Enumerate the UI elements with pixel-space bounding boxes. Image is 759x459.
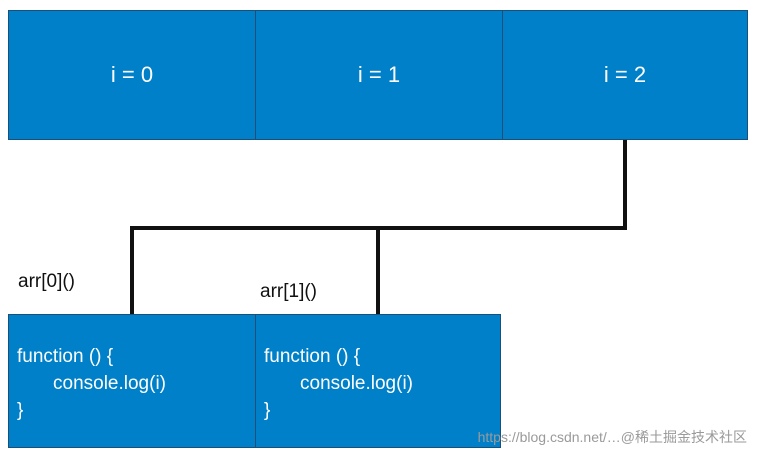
connector-down-to-function-0 — [130, 226, 134, 314]
code-line-function-header: function () { — [17, 346, 114, 367]
connector-vertical-from-i2 — [623, 140, 627, 228]
i-value-label: i = 0 — [110, 62, 154, 87]
code-line-closing-brace: } — [17, 400, 24, 421]
i-value-cell-1: i = 1 — [255, 10, 503, 140]
i-value-cell-2: i = 2 — [502, 10, 748, 140]
code-line-console-log: console.log(i) — [53, 373, 166, 394]
code-line-function-header: function () { — [264, 346, 361, 367]
code-line-console-log: console.log(i) — [300, 373, 413, 394]
call-label-arr1: arr[1]() — [260, 281, 317, 302]
function-box-1: function () { console.log(i) } — [255, 314, 501, 448]
watermark: https://blog.csdn.net/…@稀土掘金技术社区 — [477, 429, 747, 445]
call-label-arr0: arr[0]() — [18, 271, 75, 292]
code-line-closing-brace: } — [264, 400, 271, 421]
function-box-0: function () { console.log(i) } — [8, 314, 256, 448]
i-value-cell-0: i = 0 — [8, 10, 256, 140]
connector-down-to-function-1 — [376, 226, 380, 314]
i-value-label: i = 1 — [357, 62, 401, 87]
i-value-label: i = 2 — [603, 62, 647, 87]
